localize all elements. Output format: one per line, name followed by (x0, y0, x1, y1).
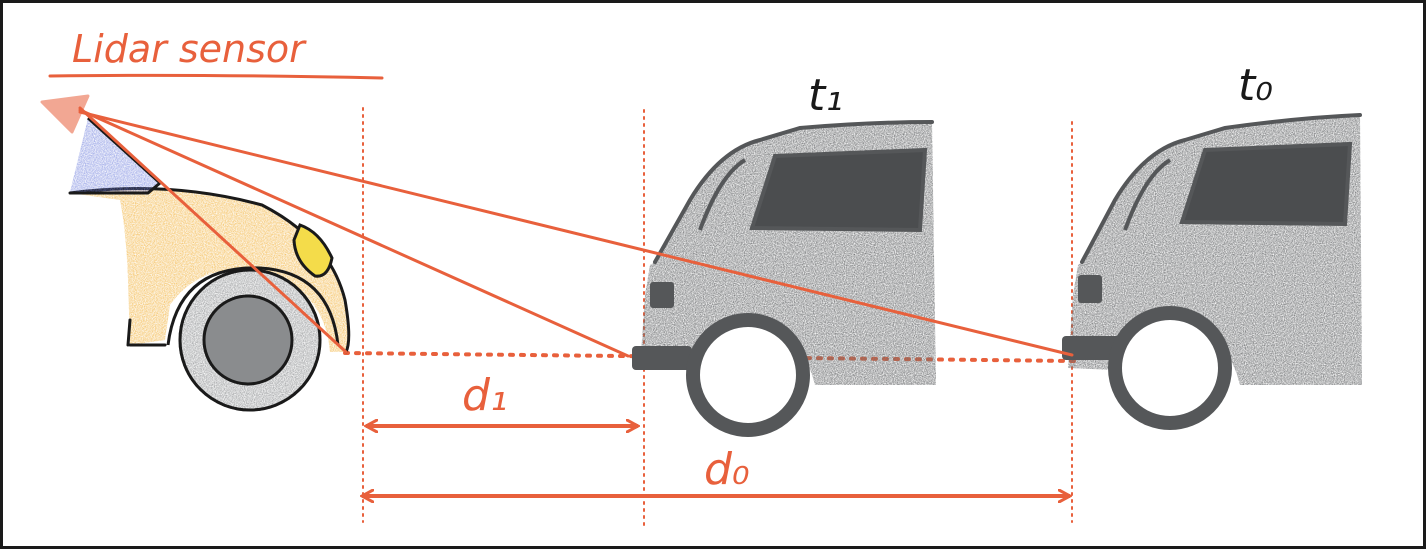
truck-t0-bumper (1062, 336, 1122, 360)
distance-label-d0: d₀ (704, 444, 750, 495)
truck-t1-tire (686, 313, 810, 437)
truck-t1-outline (653, 120, 934, 264)
beam-to-truck-t1 (78, 108, 630, 358)
truck-t0-headlight (1078, 275, 1102, 303)
truck-t1 (632, 120, 936, 437)
truck-t0 (1062, 113, 1362, 430)
car-rim (202, 294, 294, 386)
truck-t1-bumper (632, 346, 692, 370)
truck-t0-tire (1108, 306, 1232, 430)
title-group: Lidar sensor (48, 27, 384, 80)
beam-to-truck-t0 (78, 110, 1074, 357)
car-wheel-arch (166, 266, 340, 346)
car-headlight (292, 223, 334, 278)
title-underline (48, 73, 384, 80)
car-tire (178, 268, 322, 412)
truck-t1-mirror (698, 158, 747, 231)
truck-t1-headlight (650, 282, 674, 308)
truck-t0-mirror (1123, 158, 1172, 231)
truck-t0-outline (1080, 113, 1362, 264)
time-label-t0: t₀ (1238, 60, 1273, 111)
beam-to-car-front (78, 106, 348, 354)
time-label-t1: t₁ (808, 70, 843, 121)
lidar-sensor-icon (40, 94, 90, 134)
ego-car (68, 116, 351, 412)
lidar-beams (78, 106, 1074, 358)
car-bumper-outline (126, 318, 167, 347)
windshield-outline (70, 116, 162, 195)
car-body-fill (70, 188, 349, 352)
diagram-title: Lidar sensor (72, 27, 307, 71)
windshield-fill (70, 118, 160, 192)
distance-label-d1: d₁ (462, 370, 508, 421)
truck-t0-window (1179, 141, 1353, 227)
truck-t1-window (749, 147, 928, 233)
